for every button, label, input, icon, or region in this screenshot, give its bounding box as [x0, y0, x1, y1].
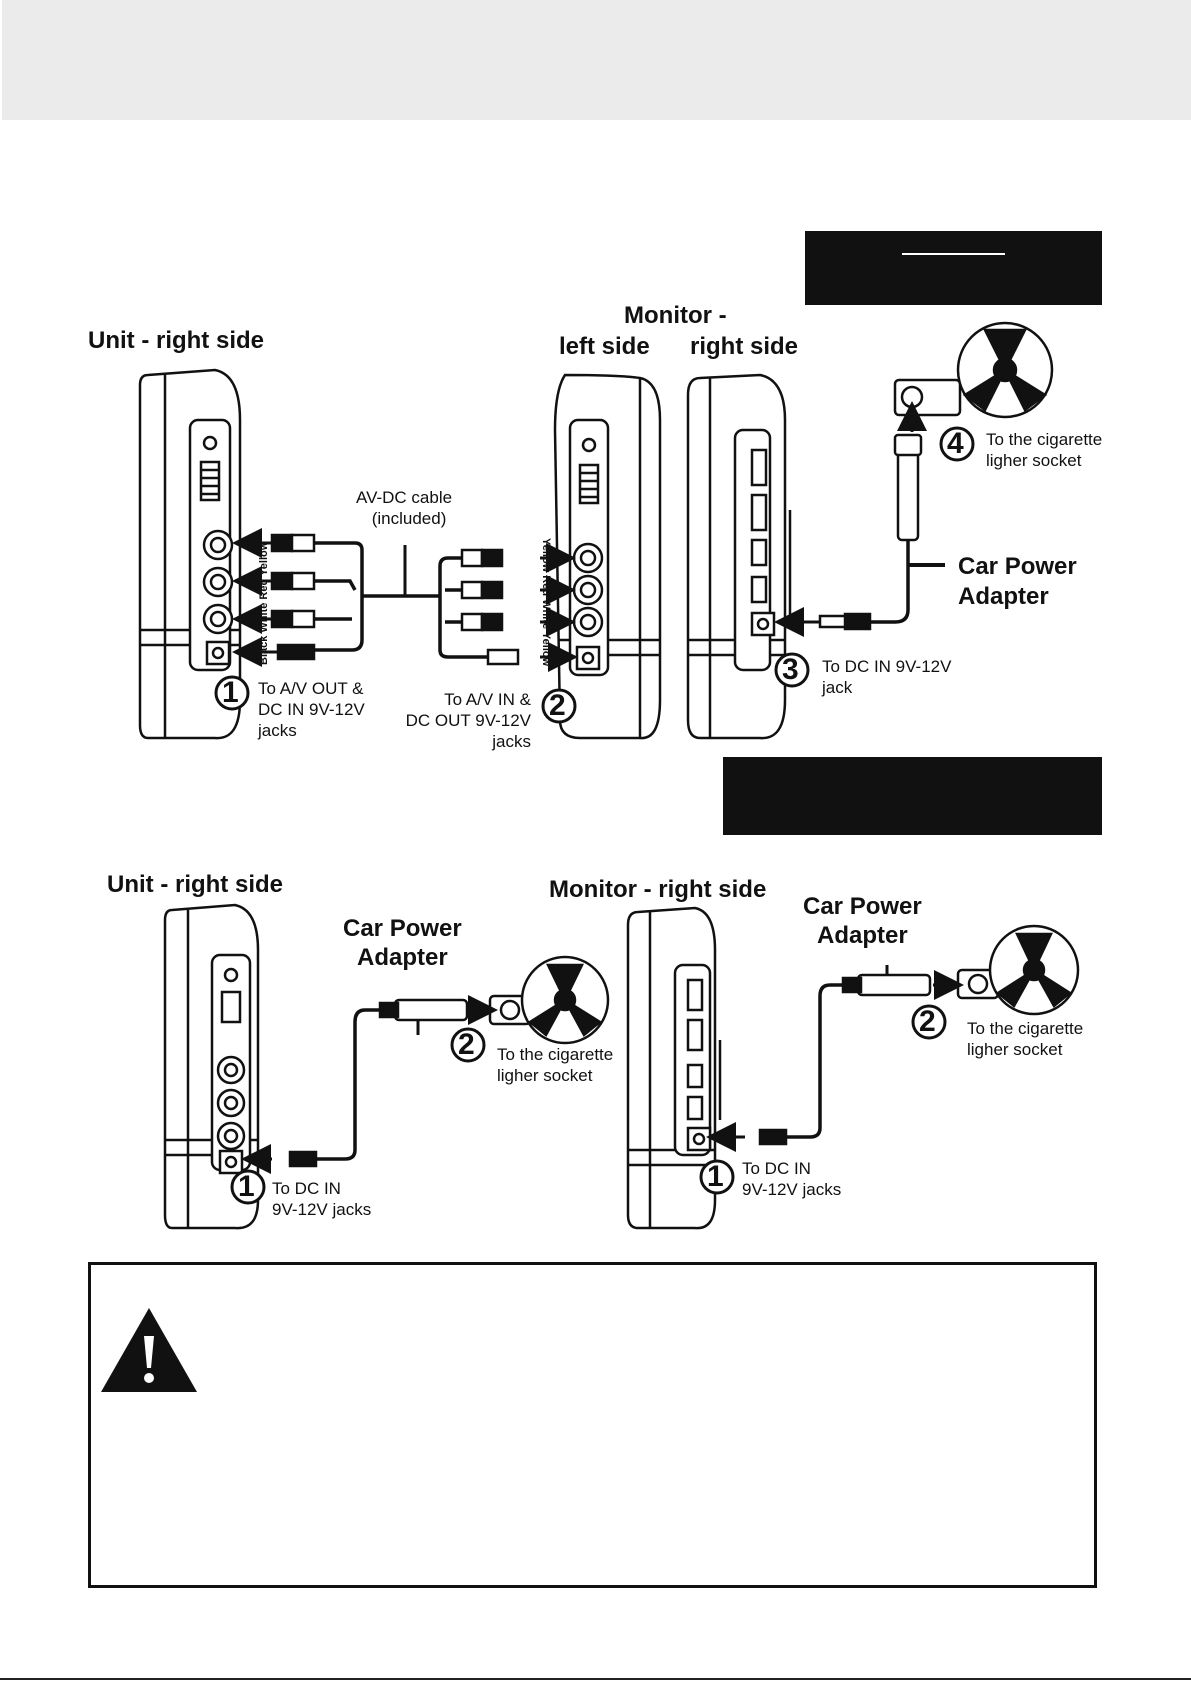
cigarette-socket-icon-top — [893, 321, 1054, 419]
unit-step-2-text: To the cigarette ligher socket — [497, 1045, 614, 1085]
monitor-right-title: right side — [690, 333, 799, 360]
footer-rule — [0, 1678, 1191, 1680]
step-number: 4 — [947, 427, 964, 460]
step-number: 1 — [707, 1160, 724, 1193]
connection-diagram — [138, 321, 1080, 1230]
monitor-left-device-top — [553, 373, 662, 740]
monitor-left-title: left side — [559, 333, 650, 360]
car-adapter-icon-bottom-left — [288, 998, 469, 1168]
step-3-text: To DC IN 9V-12V jack — [822, 657, 952, 697]
car-adapter-icon-top — [818, 433, 923, 631]
step-1-text: To A/V OUT & DC IN 9V-12V jacks — [258, 679, 365, 740]
step-2-text: To A/V IN & DC OUT 9V-12V jacks — [405, 690, 531, 751]
monitor-device-bottom — [626, 906, 722, 1230]
monitor-adapter-label-bottom: Car Power Adapter — [803, 893, 922, 949]
step-number: 1 — [222, 676, 239, 709]
section-header-underline — [902, 253, 1005, 255]
step-number: 3 — [782, 653, 799, 686]
unit-rca-plugs — [270, 533, 316, 661]
monitor-rca-plugs — [460, 548, 520, 666]
monitor-right-device-top — [686, 373, 792, 740]
monitor-step-2-text: To the cigarette ligher socket — [967, 1019, 1084, 1059]
monitor-title-top: Monitor - — [624, 302, 727, 329]
car-adapter-icon-bottom-right — [758, 973, 932, 1146]
unit-jack-colors: Black White Red Yellow — [258, 541, 270, 665]
warning-icon — [101, 1308, 197, 1392]
step-number: 2 — [549, 689, 566, 722]
section-header-box-top — [805, 231, 1102, 305]
unit-adapter-label-bottom: Car Power Adapter — [343, 915, 462, 971]
warning-box — [88, 1262, 1097, 1588]
monitor-step-1-text: To DC IN 9V-12V jacks — [742, 1159, 842, 1199]
adapter-label-top: Car Power Adapter — [958, 553, 1077, 610]
section-header-box-bottom — [723, 757, 1102, 835]
monitor-title-bottom: Monitor - right side — [549, 876, 767, 903]
step-circles — [214, 426, 975, 1205]
step-4-text: To the cigarette ligher socket — [986, 430, 1103, 470]
unit-title-top: Unit - right side — [88, 327, 264, 354]
unit-step-1-text: To DC IN 9V-12V jacks — [272, 1179, 372, 1219]
cable-label: AV-DC cable (included) — [356, 488, 453, 528]
monitor-jack-colors: Yellow Red White Yellow — [540, 538, 552, 667]
cables — [314, 540, 945, 1161]
header-bar — [2, 0, 1191, 120]
unit-device-bottom — [163, 903, 260, 1230]
cigarette-socket-icon-bottom-right — [956, 924, 1080, 1016]
unit-device-top — [138, 368, 242, 740]
unit-title-bottom: Unit - right side — [107, 871, 283, 898]
step-number: 2 — [458, 1028, 475, 1061]
step-number: 1 — [238, 1170, 255, 1203]
cigarette-socket-icon-bottom-left — [488, 955, 610, 1045]
step-number: 2 — [919, 1005, 936, 1038]
